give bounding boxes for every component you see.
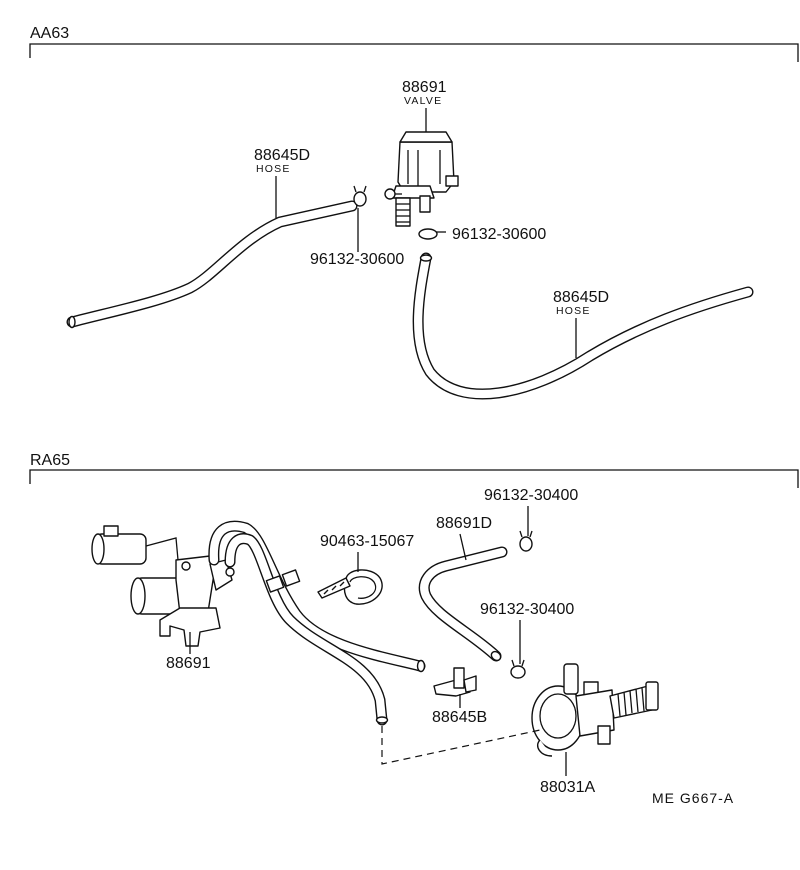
clip-top-part-number: 96132-30400 — [484, 487, 578, 504]
hose-88691d-part-number: 88691D — [436, 515, 492, 532]
vsv-assembly-88691-drawing — [91, 525, 235, 647]
clip-left-part-number: 96132-30600 — [310, 251, 404, 268]
valve-88691-drawing — [384, 131, 459, 227]
hose-left-part-number: 88645D — [254, 147, 310, 164]
actuator-88031a-drawing — [531, 663, 659, 757]
actuator-part-number: 88031A — [540, 779, 595, 796]
hose-88691d-drawing — [418, 546, 508, 662]
valve-part-number: 88691 — [402, 79, 447, 96]
clip-left-drawing — [353, 185, 367, 207]
section-title-aa63: AA63 — [30, 25, 69, 42]
valve-name: VALVE — [404, 95, 442, 107]
connector-part-number: 88645B — [432, 709, 487, 726]
hose-right-part-number: 88645D — [553, 289, 609, 306]
hose-right-name: HOSE — [556, 305, 591, 317]
section-ra65: RA65 88691 — [29, 452, 799, 806]
vsv-part-number: 88691 — [166, 655, 211, 672]
clip-mid-part-number: 96132-30400 — [480, 601, 574, 618]
band-part-number: 90463-15067 — [320, 533, 414, 550]
clip-right-drawing — [418, 228, 446, 240]
hose-left-88645d-drawing — [66, 200, 358, 329]
band-90463-15067-drawing — [317, 569, 383, 605]
hose-88691d-leader — [459, 533, 467, 561]
connector-88645b-drawing — [433, 667, 477, 697]
hose-connection-dashed-line — [381, 726, 541, 765]
section-title-ra65: RA65 — [30, 452, 70, 469]
section-aa63: AA63 88691 VALVE 886 — [29, 25, 799, 400]
clip-top-drawing — [519, 530, 533, 552]
vacuum-hoses-drawing — [208, 520, 426, 726]
clip-right-part-number: 96132-30600 — [452, 226, 546, 243]
section-bracket-aa63 — [29, 43, 799, 62]
reference-code: ME G667-A — [652, 790, 734, 806]
hose-left-name: HOSE — [256, 163, 291, 175]
section-bracket-ra65 — [29, 469, 799, 488]
clip-mid-drawing — [510, 659, 526, 679]
hose-right-88645d-drawing — [412, 252, 754, 400]
